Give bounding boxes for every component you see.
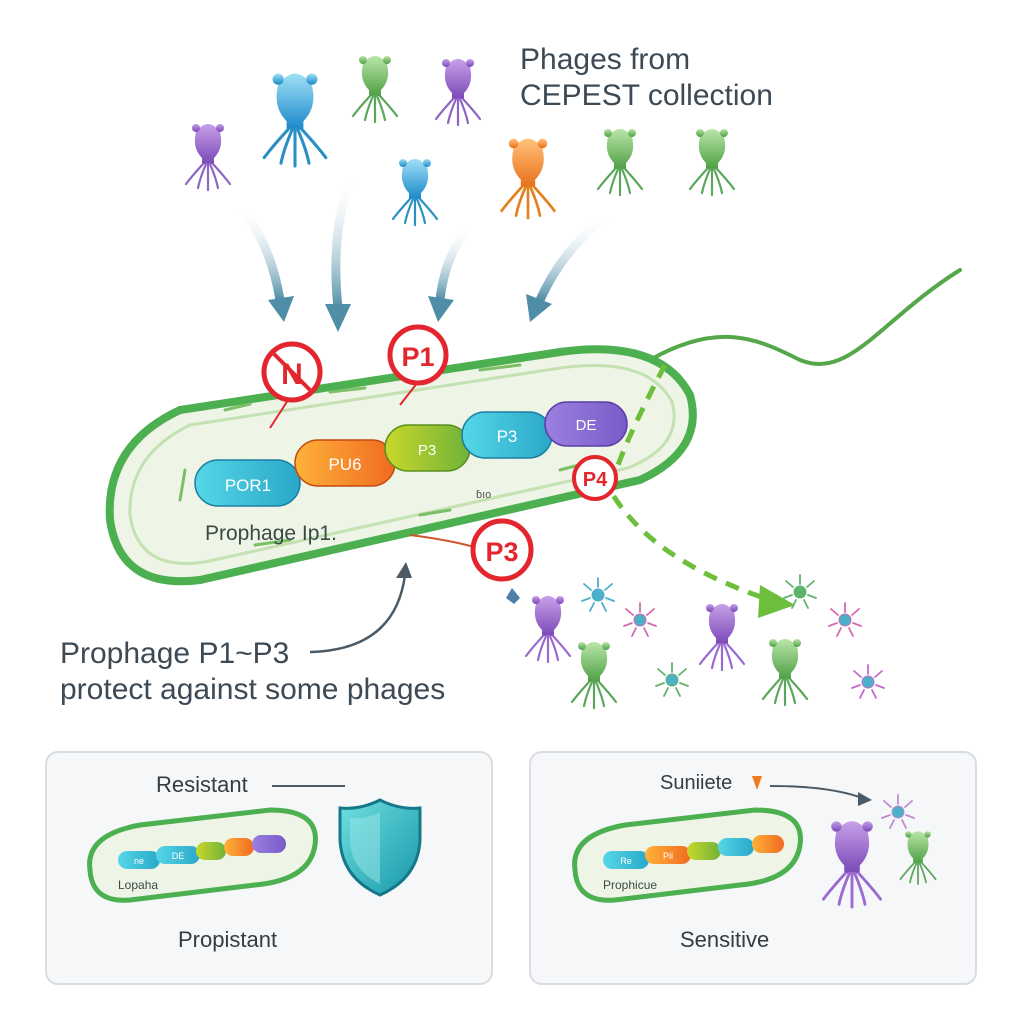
phage-icon-purple-2	[434, 59, 482, 127]
sensitive-gene-2: Pil	[663, 851, 673, 861]
block-mark-p4: P4	[572, 455, 618, 501]
small-label: ɓıo	[476, 489, 491, 501]
phage-icon-purple-4	[698, 604, 746, 672]
flagellum	[648, 268, 962, 366]
phage-icon-green-4	[570, 642, 618, 710]
propistant-label: Propistant	[178, 927, 278, 952]
gene-label-2: PU6	[328, 455, 361, 474]
phage-icon-green-3	[688, 129, 736, 197]
gene-array: POR1 PU6 P3 P3 DE	[194, 401, 628, 507]
phage-burst-1	[581, 577, 615, 612]
phage-burst-6	[851, 664, 885, 699]
incoming-arrows	[233, 170, 615, 313]
phage-burst-4	[828, 602, 862, 637]
prophage-label: Prophage Ip1.	[205, 522, 337, 545]
block-mark-p3: P3	[409, 518, 534, 604]
released-phage-cluster	[524, 574, 885, 710]
sensitive-gene-1: Re	[620, 856, 632, 866]
outgoing-arrow	[607, 363, 771, 603]
callout-line1: Prophage P1~P3	[60, 637, 290, 670]
sensitive-leader-line	[769, 785, 863, 799]
resistant-label: Resistant	[156, 772, 248, 797]
phage-icon-green-2	[596, 129, 644, 197]
outgoing-arrowhead	[758, 585, 795, 618]
incoming-arrow-1	[233, 200, 285, 305]
gene-label-3: P3	[418, 442, 436, 459]
warning-pin-icon	[752, 776, 762, 790]
phage-icon-purple-1	[184, 124, 232, 192]
resistant-cell: ne DE Lopaha	[87, 807, 318, 903]
phage-icon-orange	[500, 138, 556, 220]
phage-icon-green-5	[761, 639, 809, 707]
gene-label-1: POR1	[225, 476, 271, 495]
block-mark-n: N	[261, 341, 323, 429]
phage-icon-blue-2	[391, 159, 439, 227]
block-mark-p1: P1	[387, 324, 449, 406]
sensitive-cell: Re Pil Prophicue	[572, 807, 803, 903]
sensitive-label: Sensitive	[680, 927, 770, 952]
phage-burst-3	[623, 602, 657, 637]
shield-icon	[338, 798, 422, 897]
suniiete-label: Suniiete	[660, 772, 733, 794]
gene-capsule-1	[194, 459, 301, 507]
callout-arrowhead	[396, 562, 412, 578]
phage-burst-5	[655, 662, 689, 697]
phages-title-line1: Phages from	[520, 43, 691, 76]
resistant-gene-1: ne	[134, 856, 144, 866]
phage-icon-green-1	[351, 56, 399, 124]
phage-icon-purple-3	[524, 596, 572, 664]
block-mark-p4-label: P4	[583, 469, 608, 491]
sensitive-inner-label: Prophicue	[603, 878, 657, 892]
callout-line2: protect against some phages	[60, 673, 446, 706]
block-mark-p1-label: P1	[401, 342, 434, 372]
resistant-inner-label: Lopaha	[118, 878, 158, 892]
incoming-arrowheads	[268, 294, 552, 332]
phage-icon-blue-large	[262, 73, 328, 168]
incoming-arrow-3	[435, 220, 475, 305]
sensitive-leader-arrowhead	[858, 792, 872, 806]
phages-title-line2: CEPEST collection	[520, 79, 773, 112]
callout-arrow	[309, 574, 407, 654]
resistant-gene-2: DE	[172, 851, 185, 861]
gene-label-5: DE	[576, 417, 597, 434]
block-marks: N P1 P4 P3	[261, 324, 618, 604]
gene-capsule-5	[544, 401, 628, 447]
incoming-arrow-4	[535, 210, 615, 305]
block-mark-n-label: N	[281, 358, 303, 391]
block-mark-p3-label: P3	[485, 537, 518, 567]
gene-label-4: P3	[497, 427, 518, 446]
incoming-arrow-2	[331, 170, 357, 313]
